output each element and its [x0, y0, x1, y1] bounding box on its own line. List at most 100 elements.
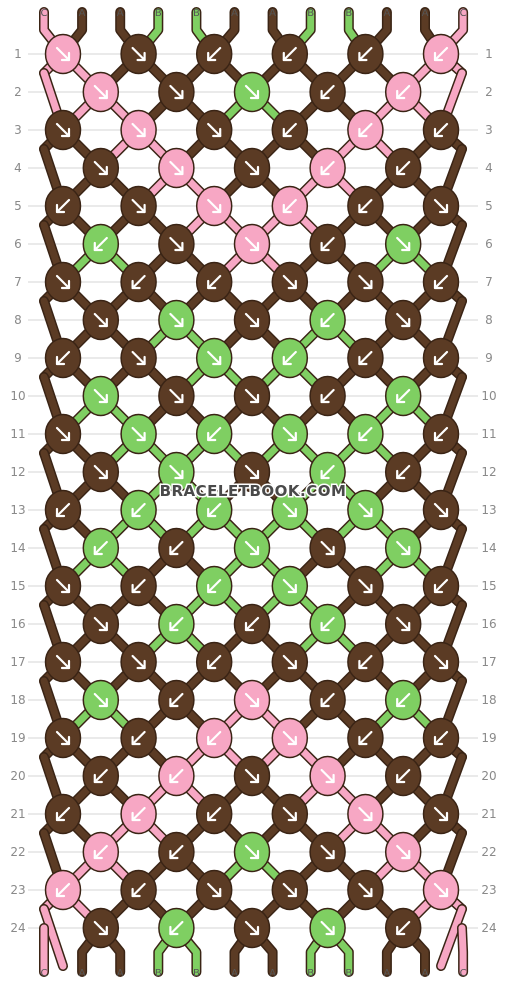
arrow-icon — [358, 350, 373, 366]
row-number-left: 1 — [14, 47, 22, 61]
arrow-head-icon — [438, 507, 449, 518]
knot — [158, 527, 195, 569]
arrow-head-icon — [98, 621, 108, 632]
arrow-icon — [169, 768, 184, 784]
arrow-head-icon — [136, 203, 146, 214]
arrow-head-icon — [207, 279, 217, 290]
arrow-icon — [93, 464, 108, 480]
arrow-head-icon — [401, 317, 411, 328]
arrow-head-icon — [136, 127, 146, 138]
knot — [44, 413, 82, 455]
bottom-strand-label: A — [422, 968, 429, 979]
arrow-icon — [207, 730, 222, 746]
row-number-right: 7 — [485, 275, 493, 289]
arrow-icon — [282, 578, 297, 594]
arrow-head-icon — [363, 811, 373, 822]
arrow-head-icon — [396, 165, 406, 176]
knot — [422, 869, 460, 911]
arrow-icon — [282, 730, 297, 746]
knot — [309, 527, 346, 569]
knot — [44, 261, 82, 303]
arrow-head-icon — [98, 469, 108, 480]
knot — [233, 451, 271, 493]
arrow-icon — [93, 236, 108, 252]
knot — [82, 603, 120, 645]
row-number-right: 9 — [485, 351, 493, 365]
row-number-left: 19 — [10, 731, 25, 745]
arrow-head-icon — [401, 621, 411, 632]
arrow-icon — [244, 236, 260, 252]
arrow-head-icon — [438, 203, 449, 214]
arrow-head-icon — [320, 241, 330, 252]
arrow-head-icon — [55, 887, 66, 898]
arrow-head-icon — [363, 887, 373, 898]
knot — [384, 679, 422, 721]
arrow-icon — [55, 806, 71, 822]
arrow-icon — [93, 920, 108, 936]
arrow-icon — [320, 312, 335, 328]
arrow-icon — [433, 806, 449, 822]
knot — [347, 641, 384, 683]
knot — [44, 565, 82, 607]
knot — [309, 755, 346, 797]
arrow-icon — [358, 46, 373, 62]
knot — [422, 489, 460, 531]
knot — [120, 641, 157, 683]
arrow-head-icon — [325, 849, 335, 860]
arrow-head-icon — [60, 659, 71, 670]
arrow-head-icon — [174, 241, 184, 252]
bottom-strand-label: C — [41, 968, 48, 979]
arrow-head-icon — [169, 697, 179, 708]
arrow-head-icon — [438, 887, 449, 898]
arrow-icon — [55, 198, 71, 214]
knot — [384, 223, 422, 265]
arrow-head-icon — [60, 127, 71, 138]
row-number-left: 7 — [14, 275, 22, 289]
arrow-icon — [320, 388, 335, 404]
knot — [44, 489, 82, 531]
arrow-icon — [396, 768, 411, 784]
row-number-left: 8 — [14, 313, 22, 327]
arrow-icon — [169, 692, 184, 708]
knot — [422, 413, 460, 455]
knot — [422, 261, 460, 303]
knot — [347, 489, 384, 531]
arrow-icon — [93, 540, 108, 556]
knot — [271, 337, 309, 379]
row-number-right: 8 — [485, 313, 493, 327]
arrow-head-icon — [282, 355, 292, 366]
bottom-strand-label: B — [155, 968, 162, 979]
arrow-icon — [396, 160, 411, 176]
arrow-head-icon — [98, 165, 108, 176]
knot — [44, 869, 82, 911]
arrow-head-icon — [249, 849, 260, 860]
arrow-icon — [131, 578, 146, 594]
arrow-icon — [169, 464, 184, 480]
knot — [384, 831, 422, 873]
knot — [271, 261, 309, 303]
strand-segment — [437, 905, 466, 970]
knot — [347, 337, 384, 379]
knot — [309, 679, 346, 721]
row-number-left: 22 — [10, 845, 25, 859]
knot — [82, 223, 120, 265]
arrow-head-icon — [287, 583, 297, 594]
arrow-head-icon — [438, 811, 449, 822]
arrow-head-icon — [396, 469, 406, 480]
knot — [233, 223, 271, 265]
top-strand-label: C — [41, 8, 48, 19]
arrow-head-icon — [249, 165, 260, 176]
arrow-head-icon — [55, 355, 66, 366]
arrow-head-icon — [169, 773, 179, 784]
arrow-head-icon — [244, 621, 255, 632]
row-number-right: 10 — [481, 389, 496, 403]
arrow-icon — [396, 464, 411, 480]
knot — [158, 679, 195, 721]
arrow-head-icon — [136, 659, 146, 670]
arrow-icon — [320, 844, 335, 860]
knot — [120, 185, 157, 227]
arrow-head-icon — [249, 545, 260, 556]
knot — [120, 109, 157, 151]
arrow-head-icon — [282, 51, 292, 62]
bottom-strand-label: A — [383, 968, 390, 979]
